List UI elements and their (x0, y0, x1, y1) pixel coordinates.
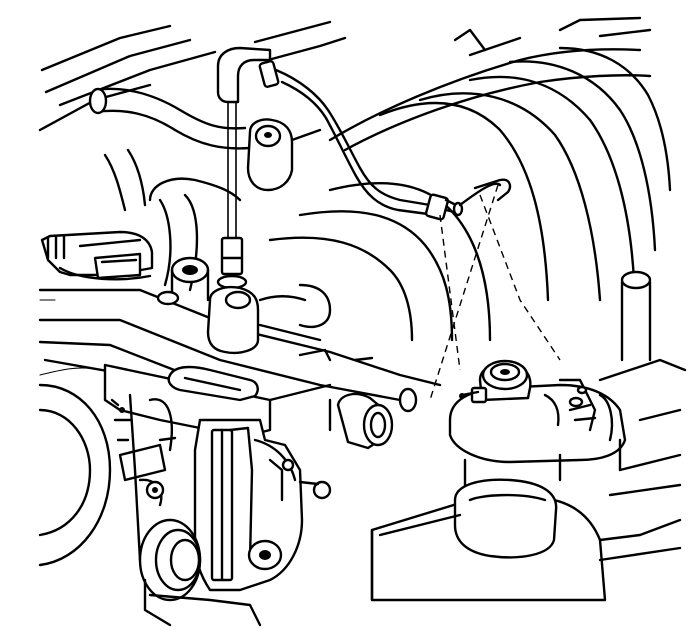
intake-manifold-runners (268, 16, 672, 342)
upper-left-hose-lines (38, 20, 347, 132)
manifold-boss-right (598, 270, 687, 382)
air-inlet-housing (370, 408, 682, 602)
vacuum-line-assembly (216, 46, 512, 221)
hose-coupler (328, 387, 418, 450)
small-details (39, 299, 374, 442)
injector-connector (40, 230, 154, 281)
callout-leader-lines (227, 101, 561, 401)
vacuum-fitting (216, 236, 248, 290)
throttle-body (38, 383, 173, 567)
map-sensor (448, 359, 627, 522)
breather-hose (88, 87, 252, 150)
throttle-position-sensor (138, 418, 332, 627)
manifold-bolt-boss (246, 118, 322, 192)
fuel-injector-cluster (156, 256, 332, 354)
